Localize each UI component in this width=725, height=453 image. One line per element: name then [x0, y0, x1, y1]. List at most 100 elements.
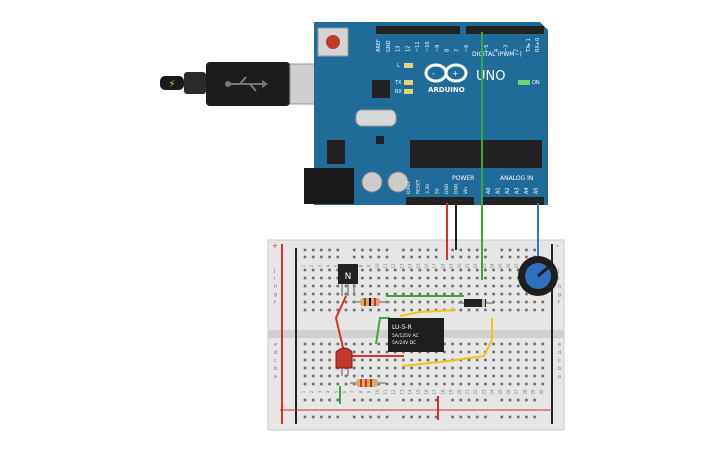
- hole: [410, 374, 413, 378]
- hole: [369, 308, 372, 312]
- hole: [484, 268, 487, 272]
- rail-hole: [410, 398, 413, 402]
- hole: [443, 382, 446, 386]
- column-number: 24: [490, 263, 495, 269]
- hole: [492, 382, 495, 386]
- diode[interactable]: [458, 299, 494, 307]
- column-number: 22: [473, 263, 478, 269]
- hole: [443, 366, 446, 370]
- hole: [418, 374, 422, 378]
- potentiometer[interactable]: [518, 256, 558, 296]
- hole: [434, 358, 438, 362]
- hole: [500, 358, 504, 362]
- hole: [500, 382, 504, 386]
- npn-transistor[interactable]: N: [338, 264, 358, 296]
- column-number: 27: [514, 263, 519, 269]
- hole: [402, 292, 405, 296]
- usb-chip: [372, 80, 390, 98]
- rail-hole: [500, 398, 504, 402]
- hole: [361, 350, 364, 354]
- hole: [434, 382, 438, 386]
- wire-green-relay[interactable]: [375, 317, 390, 345]
- hole: [434, 292, 438, 296]
- hole: [402, 366, 405, 370]
- hole: [426, 366, 430, 370]
- digital-header-left[interactable]: [376, 26, 460, 34]
- hole: [516, 366, 520, 370]
- wire-yellow-bottom[interactable]: [401, 318, 493, 367]
- hole: [344, 382, 348, 386]
- rail-hole: [500, 248, 504, 252]
- analog-header[interactable]: [482, 197, 544, 205]
- red-led[interactable]: [335, 347, 353, 376]
- board-model: UNO: [476, 69, 505, 84]
- rail-hole: [352, 248, 356, 252]
- rail-hole: [385, 248, 389, 252]
- hole: [500, 284, 504, 288]
- hole: [467, 382, 471, 386]
- hole: [434, 268, 438, 272]
- hole: [418, 358, 422, 362]
- power-led: [518, 80, 530, 85]
- hole: [451, 366, 454, 370]
- wire-red-transistor[interactable]: [334, 295, 347, 353]
- digital-header-right[interactable]: [466, 26, 544, 34]
- analog-pin-label: A2: [505, 187, 511, 194]
- rail-hole: [525, 415, 528, 419]
- power-jack[interactable]: [304, 168, 354, 204]
- hole: [475, 284, 479, 288]
- column-number: 25: [498, 263, 503, 269]
- capacitor-2: [387, 171, 409, 193]
- column-number: 2: [309, 264, 314, 267]
- hole: [328, 350, 331, 354]
- rail-hole: [311, 248, 315, 252]
- column-number: 10: [375, 263, 380, 269]
- power-header[interactable]: [406, 197, 474, 205]
- hole: [475, 268, 479, 272]
- column-number: 16: [424, 389, 429, 395]
- hole: [352, 342, 356, 346]
- power-pin-label: 5V: [435, 187, 441, 194]
- hole: [484, 284, 487, 288]
- hole: [525, 342, 528, 346]
- hole: [475, 358, 479, 362]
- hole: [492, 276, 495, 280]
- rail-hole: [451, 255, 454, 259]
- column-number: 21: [465, 263, 470, 269]
- hole: [541, 300, 545, 304]
- rail-hole: [402, 415, 405, 419]
- hole: [369, 374, 372, 378]
- hole: [516, 374, 520, 378]
- digital-pin-label: ~6: [464, 45, 470, 52]
- column-number: 4: [326, 264, 331, 267]
- hole: [418, 292, 422, 296]
- resistor-bottom[interactable]: [350, 379, 386, 387]
- hole: [500, 366, 504, 370]
- hole: [352, 358, 356, 362]
- resistor-top[interactable]: [352, 298, 390, 306]
- column-number: 23: [481, 389, 486, 395]
- hole: [459, 268, 463, 272]
- wire-yellow-top[interactable]: [399, 309, 457, 317]
- wires[interactable]: [334, 32, 539, 420]
- relay[interactable]: LU-5-R 5A/125V AC 5A/24V DC: [388, 318, 444, 352]
- hole: [385, 366, 389, 370]
- hole: [467, 268, 471, 272]
- hole: [451, 268, 454, 272]
- txrx-pin-label: RX◂ 0: [535, 38, 541, 52]
- arduino-logo-icon: - +: [424, 63, 468, 83]
- hole: [377, 342, 381, 346]
- hole: [385, 382, 389, 386]
- rail-hole: [361, 398, 364, 402]
- row-letter: d: [274, 350, 277, 356]
- hole: [393, 300, 397, 304]
- hole: [328, 308, 331, 312]
- hole: [361, 276, 364, 280]
- hole: [492, 342, 495, 346]
- hole: [336, 268, 340, 272]
- svg-text:⚡: ⚡: [168, 79, 175, 90]
- hole: [311, 276, 315, 280]
